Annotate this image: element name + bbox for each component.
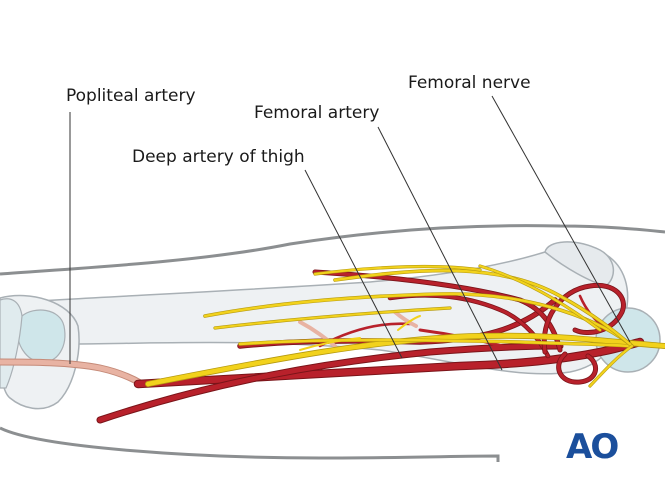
popliteal-vessel-inner [0, 359, 145, 387]
greater-trochanter [544, 241, 615, 287]
label-femoral-nerve: Femoral nerve [408, 73, 531, 93]
knee-cartilage [0, 298, 23, 389]
label-deep-artery-of-thigh: Deep artery of thigh [132, 147, 305, 167]
muscular-branch-stub-2 [393, 310, 418, 328]
thigh-outline-top [0, 224, 665, 276]
patella [17, 309, 66, 363]
label-femoral-artery: Femoral artery [254, 103, 380, 123]
muscular-branch-stub [298, 320, 337, 348]
ao-logo: AO [566, 427, 619, 467]
leader-lines [69, 95, 631, 371]
leader-femoral-artery [377, 126, 503, 371]
thigh-outline-bottom [0, 426, 500, 462]
leader-deep-artery [304, 169, 403, 359]
label-popliteal-artery: Popliteal artery [66, 86, 196, 106]
leader-femoral-nerve [491, 95, 631, 343]
